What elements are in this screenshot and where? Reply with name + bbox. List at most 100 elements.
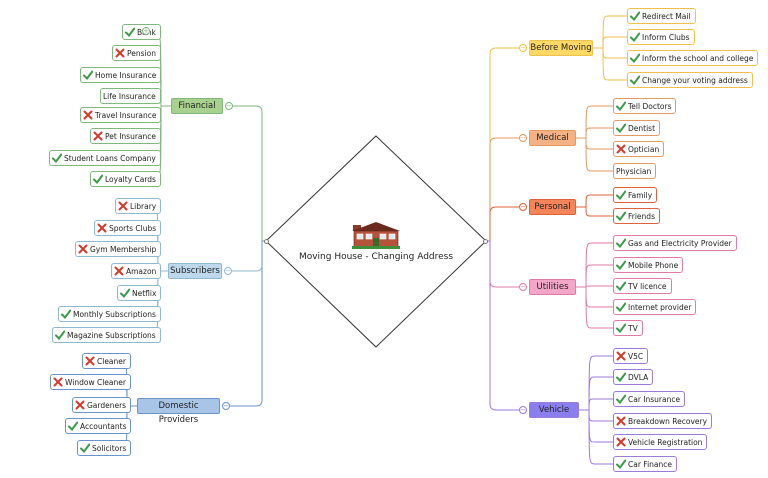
- leaf-item[interactable]: Netflix: [117, 285, 162, 301]
- leaf-label: Gas and Electricity Provider: [628, 238, 732, 248]
- leaf-item[interactable]: Loyalty Cards: [90, 171, 161, 187]
- branch-subscribers[interactable]: Subscribers: [168, 263, 222, 279]
- collapse-toggle-icon[interactable]: −: [519, 406, 527, 414]
- leaf-item[interactable]: Car Finance: [613, 456, 677, 472]
- checkmark-icon: [616, 281, 626, 291]
- leaf-label: Monthly Subscriptions: [73, 309, 156, 319]
- leaf-label: Inform Clubs: [642, 32, 690, 42]
- checkmark-icon: [630, 11, 640, 21]
- leaf-label: TV licence: [628, 281, 667, 291]
- leaf-item[interactable]: V5C: [613, 348, 649, 364]
- leaf-item[interactable]: Cleaner: [82, 353, 131, 369]
- branch-personal[interactable]: Personal: [529, 199, 576, 215]
- leaf-label: Travel Insurance: [95, 110, 157, 120]
- cross-icon: [75, 400, 85, 410]
- leaf-item[interactable]: Gas and Electricity Provider: [613, 235, 737, 251]
- leaf-label: DVLA: [628, 372, 649, 382]
- checkmark-icon: [616, 211, 626, 221]
- leaf-item[interactable]: Monthly Subscriptions: [58, 306, 161, 322]
- branch-utilities[interactable]: Utilities: [529, 279, 576, 295]
- expand-toggle-icon[interactable]: +: [142, 27, 150, 35]
- leaf-connector: [588, 376, 613, 411]
- leaf-label: Car Finance: [628, 459, 672, 469]
- collapse-toggle-icon[interactable]: −: [222, 402, 230, 410]
- leaf-item[interactable]: Physician: [613, 163, 657, 179]
- leaf-item[interactable]: Change your voting address: [627, 72, 753, 88]
- branch-connector: [230, 240, 266, 407]
- leaf-item[interactable]: Family: [613, 187, 658, 203]
- checkmark-icon: [616, 123, 626, 133]
- connection-point: [483, 239, 488, 244]
- leaf-item[interactable]: Vehicle Registration: [613, 434, 708, 450]
- leaf-item[interactable]: Library: [115, 198, 162, 214]
- leaf-label: Redirect Mail: [642, 11, 691, 21]
- collapse-toggle-icon[interactable]: −: [519, 134, 527, 142]
- collapse-toggle-icon[interactable]: −: [519, 283, 527, 291]
- collapse-toggle-icon[interactable]: −: [224, 267, 232, 275]
- leaf-item[interactable]: TV licence: [613, 278, 672, 294]
- leaf-label: Inform the school and college: [642, 53, 754, 63]
- leaf-connector: [602, 47, 627, 81]
- leaf-item[interactable]: Sports Clubs: [94, 220, 162, 236]
- leaf-item[interactable]: Pension: [112, 45, 161, 61]
- leaf-item[interactable]: Travel Insurance: [80, 107, 162, 123]
- branch-vehicle[interactable]: Vehicle: [529, 402, 579, 418]
- leaf-label: Gym Membership: [90, 244, 157, 254]
- leaf-item[interactable]: Mobile Phone: [613, 257, 684, 273]
- leaf-item[interactable]: Accountants: [65, 418, 132, 434]
- leaf-item[interactable]: Solicitors: [77, 440, 132, 456]
- cross-icon: [616, 144, 626, 154]
- leaf-item[interactable]: Inform the school and college: [627, 50, 759, 66]
- cross-icon: [616, 437, 626, 447]
- leaf-item[interactable]: DVLA: [613, 369, 654, 385]
- leaf-item[interactable]: Optician: [613, 141, 665, 157]
- checkmark-icon: [616, 323, 626, 333]
- leaf-item[interactable]: Friends: [613, 208, 660, 224]
- leaf-connector: [588, 398, 613, 411]
- leaf-item[interactable]: Gardeners: [72, 397, 132, 413]
- leaf-item[interactable]: Gym Membership: [75, 241, 162, 257]
- leaf-label: Window Cleaner: [65, 377, 126, 387]
- leaf-label: Breakdown Recovery: [628, 416, 708, 426]
- checkmark-icon: [125, 27, 135, 37]
- leaf-item[interactable]: Tell Doctors: [613, 98, 677, 114]
- branch-financial[interactable]: Financial: [171, 98, 223, 114]
- checkmark-icon: [630, 53, 640, 63]
- leaf-label: TV: [628, 323, 638, 333]
- leaf-item[interactable]: Window Cleaner: [50, 374, 131, 390]
- leaf-item[interactable]: Redirect Mail: [627, 8, 696, 24]
- leaf-item[interactable]: Life Insurance: [100, 88, 161, 104]
- leaf-item[interactable]: TV: [613, 320, 643, 336]
- branch-domestic[interactable]: Domestic Providers: [137, 398, 220, 425]
- cross-icon: [97, 223, 107, 233]
- leaf-item[interactable]: Magazine Subscriptions: [52, 327, 161, 343]
- leaf-label: Sports Clubs: [109, 223, 157, 233]
- leaf-item[interactable]: Dentist: [613, 120, 661, 136]
- leaf-item[interactable]: Breakdown Recovery: [613, 413, 713, 429]
- cross-icon: [118, 201, 128, 211]
- leaf-label: Friends: [628, 211, 655, 221]
- checkmark-icon: [616, 190, 626, 200]
- collapse-toggle-icon[interactable]: −: [519, 44, 527, 52]
- branch-connector: [486, 206, 519, 242]
- leaf-item[interactable]: Internet provider: [613, 299, 697, 315]
- leaf-item[interactable]: Inform Clubs: [627, 29, 695, 45]
- cross-icon: [114, 266, 124, 276]
- connection-point: [264, 239, 269, 244]
- leaf-item[interactable]: Home Insurance: [80, 67, 162, 83]
- leaf-item[interactable]: Student Loans Company: [49, 150, 161, 166]
- collapse-toggle-icon[interactable]: −: [519, 203, 527, 211]
- branch-before-moving[interactable]: Before Moving: [529, 40, 593, 56]
- branch-medical[interactable]: Medical: [529, 130, 576, 146]
- central-topic-title[interactable]: Moving House - Changing Address: [298, 252, 454, 262]
- leaf-label: Physician: [616, 166, 652, 176]
- leaf-connector: [585, 137, 613, 172]
- leaf-item[interactable]: Pet Insurance: [90, 128, 161, 144]
- leaf-item[interactable]: Amazon: [111, 263, 162, 279]
- checkmark-icon: [52, 153, 62, 163]
- checkmark-icon: [616, 394, 626, 404]
- leaf-label: Magazine Subscriptions: [67, 330, 156, 340]
- leaf-label: Tell Doctors: [628, 101, 672, 111]
- leaf-item[interactable]: Car Insurance: [613, 391, 686, 407]
- collapse-toggle-icon[interactable]: −: [225, 102, 233, 110]
